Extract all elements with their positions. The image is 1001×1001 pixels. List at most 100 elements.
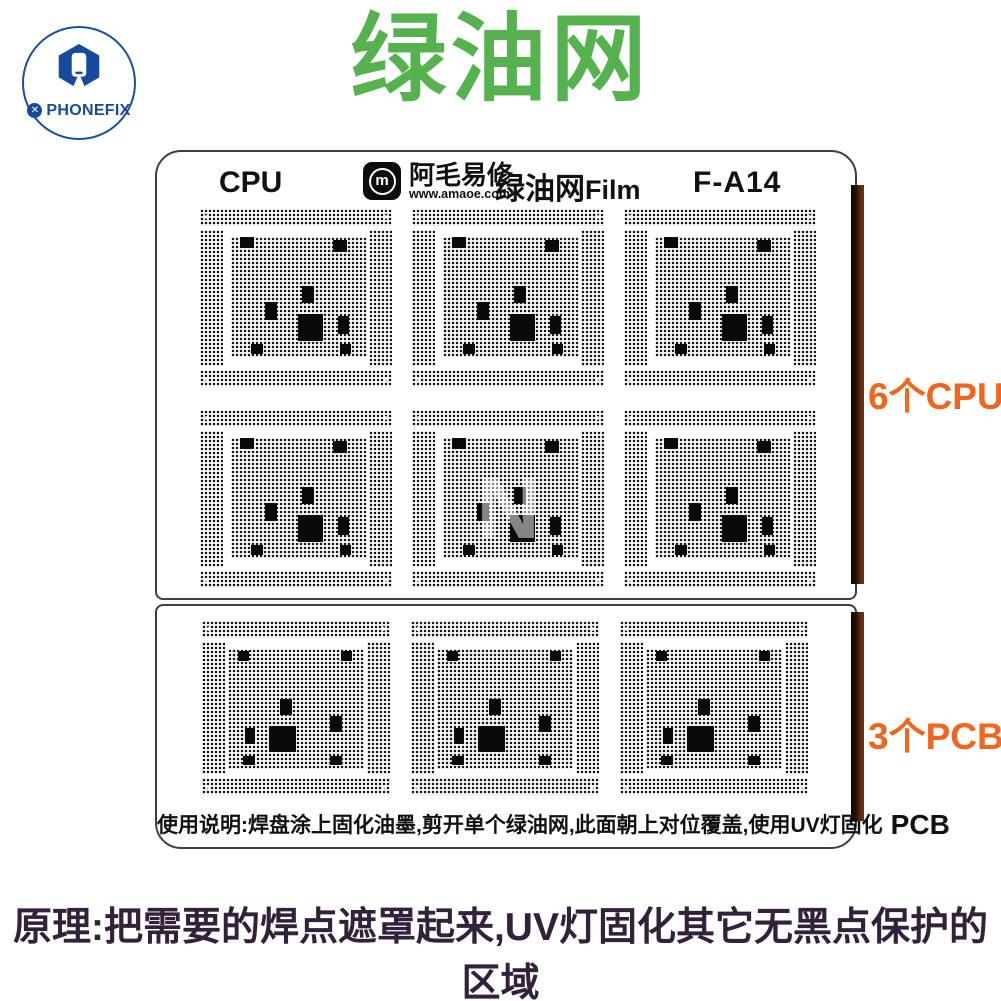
solder-mask-block: [544, 239, 559, 252]
solder-mask-block: [725, 487, 738, 505]
solder-mask-block: [763, 343, 775, 355]
brand-block: m 阿毛易修 www.amaoe.com: [363, 162, 513, 201]
solder-mask-block: [240, 237, 254, 249]
solder-mask-block: [339, 544, 351, 556]
solder-mask-block: [477, 725, 505, 753]
solder-mask-block: [756, 440, 771, 453]
solder-mask-block: [453, 728, 465, 744]
solder-mask-block: [463, 343, 476, 355]
solder-mask-block: [686, 725, 714, 753]
solder-mask-block: [725, 286, 738, 304]
solder-mask-block: [664, 438, 678, 450]
solder-mask-block: [251, 544, 264, 556]
stencil-pattern-cpu: [200, 410, 392, 588]
principle-caption: 原理:把需要的焊点遮罩起来,UV灯固化其它无黑点保护的区域: [12, 906, 988, 1001]
solder-mask-block: [297, 514, 324, 543]
solder-mask-block: [488, 699, 501, 715]
solder-mask-block: [513, 487, 526, 505]
solder-mask-block: [655, 651, 667, 661]
plate-header: CPU m 阿毛易修 www.amaoe.com 绿油网Film F-A14: [157, 160, 855, 206]
phonefix-logo: ✕ PHONEFIX: [22, 26, 136, 140]
solder-mask-block: [340, 651, 352, 661]
logo-text: PHONEFIX: [46, 101, 131, 119]
solder-mask-block: [301, 487, 314, 505]
solder-mask-block: [476, 502, 490, 521]
solder-mask-block: [756, 239, 771, 252]
solder-mask-block: [758, 651, 770, 661]
solder-mask-block: [452, 755, 465, 766]
stencil-pattern-cpu: [412, 209, 604, 387]
solder-mask-block: [551, 544, 563, 556]
solder-mask-block: [550, 316, 562, 335]
solder-mask-block: [661, 755, 674, 766]
solder-mask-block: [332, 440, 347, 453]
solder-mask-block: [747, 716, 761, 732]
type-label: CPU: [219, 166, 283, 199]
solder-mask-block: [251, 343, 264, 355]
solder-mask-block: [338, 517, 350, 536]
solder-mask-block: [675, 343, 688, 355]
solder-mask-block: [332, 239, 347, 252]
solder-mask-block: [237, 651, 249, 661]
solder-mask-block: [509, 313, 536, 342]
solder-mask-block: [538, 755, 552, 766]
solder-mask-block: [509, 514, 536, 543]
stencil-plate-cpu: CPU m 阿毛易修 www.amaoe.com 绿油网Film F-A14 N: [155, 150, 857, 600]
stencil-pattern-pcb: [620, 621, 808, 795]
plate-edge-strip-top: [851, 185, 864, 584]
solder-mask-block: [551, 343, 563, 355]
model-label: F-A14: [693, 166, 782, 199]
solder-mask-block: [338, 316, 350, 335]
solder-mask-block: [264, 301, 278, 320]
amaoe-logo-icon: m: [363, 162, 401, 200]
material-label: PCB: [890, 809, 950, 840]
cpu-count-label: 6个CPU: [868, 376, 1001, 417]
solder-mask-block: [664, 237, 678, 249]
solder-mask-block: [675, 544, 688, 556]
pcb-count-label: 3个PCB: [868, 716, 1001, 757]
solder-mask-block: [688, 301, 702, 320]
solder-mask-block: [697, 699, 710, 715]
stencil-pattern-cpu: N: [412, 410, 604, 588]
solder-mask-block: [297, 313, 324, 342]
stencil-pattern-pcb: [411, 621, 599, 795]
solder-mask-block: [339, 343, 351, 355]
solder-mask-block: [243, 755, 256, 766]
solder-mask-block: [721, 514, 748, 543]
stencil-pattern-cpu: [624, 209, 816, 387]
solder-mask-block: [463, 544, 476, 556]
solder-mask-block: [550, 517, 562, 536]
solder-mask-block: [721, 313, 748, 342]
solder-mask-block: [240, 438, 254, 450]
solder-mask-block: [329, 716, 343, 732]
solder-mask-block: [244, 728, 256, 744]
stencil-pattern-cpu: [624, 410, 816, 588]
brand-site: www.amaoe.com: [409, 187, 510, 201]
solder-mask-block: [476, 301, 490, 320]
solder-mask-block: [762, 316, 774, 335]
plate-edge-strip-bottom: [851, 612, 864, 821]
watermark: N: [476, 457, 540, 557]
solder-mask-block: [544, 440, 559, 453]
solder-mask-block: [763, 544, 775, 556]
solder-mask-block: [688, 502, 702, 521]
solder-mask-block: [446, 651, 458, 661]
solder-mask-block: [513, 286, 526, 304]
solder-mask-block: [747, 755, 761, 766]
solder-mask-block: [279, 699, 292, 715]
solder-mask-block: [762, 517, 774, 536]
solder-mask-block: [538, 716, 552, 732]
brand-name: 阿毛易修: [409, 160, 514, 190]
solder-mask-block: [268, 725, 296, 753]
solder-mask-block: [452, 237, 466, 249]
film-label: 绿油网Film: [495, 173, 641, 206]
pcb-stencil-grid: [202, 621, 820, 795]
stencil-pattern-cpu: [200, 209, 392, 387]
stencil-pattern-pcb: [202, 621, 390, 795]
x-icon: ✕: [27, 103, 43, 118]
solder-mask-block: [264, 502, 278, 521]
solder-mask-block: [549, 651, 561, 661]
